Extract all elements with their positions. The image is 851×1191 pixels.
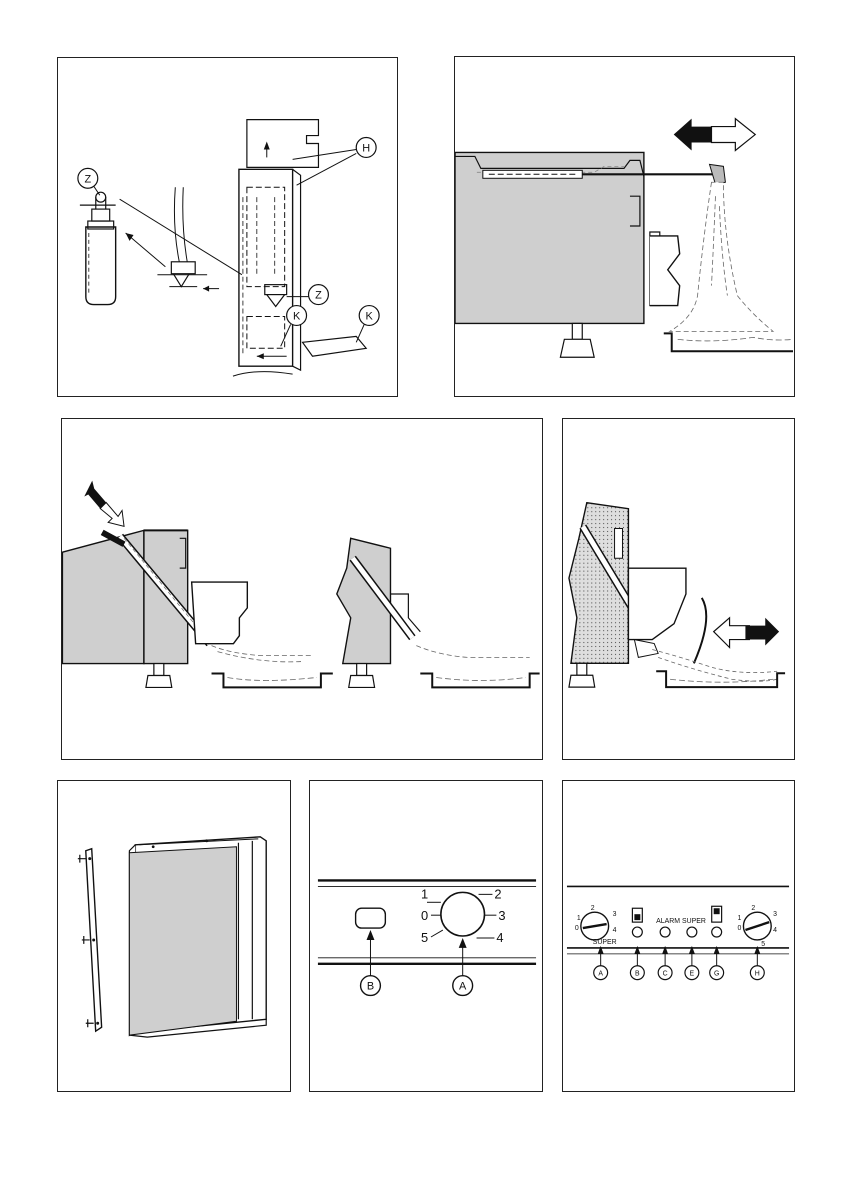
panel-filter-assembly: Z H Z K xyxy=(57,57,398,397)
panel-control-dial: 1 2 0 3 5 4 B A xyxy=(309,780,543,1092)
dial-number-5: 5 xyxy=(421,930,428,945)
side-drain-drawing xyxy=(563,419,794,759)
lamp-b xyxy=(632,927,642,937)
super-label: SUPER xyxy=(682,918,706,925)
left-dial-3: 3 xyxy=(613,911,617,918)
dial-number-4: 4 xyxy=(496,930,503,945)
panel-control-alarm: 1 2 3 4 0 SUPER ALARM SUPER 1 2 3 4 5 0 … xyxy=(562,780,795,1092)
callout-7-a: A xyxy=(598,971,603,978)
temperature-dial[interactable] xyxy=(441,892,485,936)
callout-7-e: E xyxy=(690,971,695,978)
left-dial-1: 1 xyxy=(577,915,581,922)
right-dial-4: 4 xyxy=(773,927,777,934)
dial-number-1: 1 xyxy=(421,886,428,901)
callout-b: B xyxy=(367,981,374,993)
dial-number-3: 3 xyxy=(498,908,505,923)
right-dial-1: 1 xyxy=(737,915,741,922)
label-k-left: K xyxy=(293,310,301,322)
front-mounting-drawing xyxy=(58,781,290,1091)
lamp-g xyxy=(712,927,722,937)
panel-drain-pullout xyxy=(454,56,795,397)
filter-assembly-drawing: Z H Z K xyxy=(58,58,397,396)
drain-cross-sections-drawing xyxy=(62,419,542,759)
left-dial-2: 2 xyxy=(591,905,595,912)
label-z-bottom: Z xyxy=(315,290,322,302)
callout-7-b: B xyxy=(635,971,640,978)
drain-pullout-drawing xyxy=(455,57,794,396)
super-lamp xyxy=(687,927,697,937)
right-dial-2: 2 xyxy=(751,905,755,912)
control-dial-drawing: 1 2 0 3 5 4 B A xyxy=(310,781,542,1091)
panel-front-mounting xyxy=(57,780,291,1092)
right-dial-3: 3 xyxy=(773,911,777,918)
label-k-right: K xyxy=(366,310,374,322)
dial-number-2: 2 xyxy=(494,886,501,901)
left-dial-4: 4 xyxy=(613,927,617,934)
alarm-lamp xyxy=(660,927,670,937)
dial-number-0: 0 xyxy=(421,908,428,923)
callout-a: A xyxy=(459,981,467,993)
control-alarm-drawing: 1 2 3 4 0 SUPER ALARM SUPER 1 2 3 4 5 0 … xyxy=(563,781,794,1091)
right-dial-5: 5 xyxy=(761,941,765,948)
label-z-top: Z xyxy=(84,173,91,185)
callout-7-c: C xyxy=(663,971,668,978)
alarm-label: ALARM xyxy=(656,918,680,925)
callout-7-h: H xyxy=(755,971,760,978)
left-dial-0: 0 xyxy=(575,925,579,932)
right-dial-0: 0 xyxy=(737,925,741,932)
super-small-label: SUPER xyxy=(593,939,617,946)
callout-row: A B C E G H xyxy=(594,946,765,980)
panel-side-drain xyxy=(562,418,795,760)
panel-drain-cross-sections xyxy=(61,418,543,760)
label-h: H xyxy=(362,142,370,154)
callout-7-g: G xyxy=(714,971,719,978)
indicator-lamp xyxy=(356,908,386,928)
